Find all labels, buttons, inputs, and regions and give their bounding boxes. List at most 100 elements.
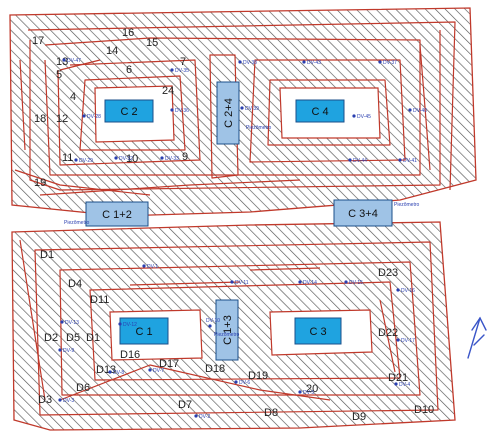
station-label: D6 bbox=[76, 382, 90, 394]
instrument-label: DV-41 bbox=[403, 158, 417, 164]
instrument-marker[interactable] bbox=[62, 58, 66, 62]
cell-c12[interactable]: C 1+2 bbox=[85, 201, 149, 227]
cell-c34-label: C 3+4 bbox=[348, 208, 378, 220]
station-label: 16 bbox=[122, 27, 134, 39]
instrument-marker[interactable] bbox=[82, 114, 86, 118]
station-label: 11 bbox=[62, 152, 73, 164]
instrument-marker[interactable] bbox=[58, 348, 62, 352]
instrument-marker[interactable] bbox=[108, 370, 112, 374]
top-block bbox=[9, 7, 477, 217]
instrument-marker[interactable] bbox=[194, 414, 198, 418]
bottom-ring-2 bbox=[59, 261, 421, 396]
instrument-marker[interactable] bbox=[208, 324, 212, 328]
instrument-marker[interactable] bbox=[238, 60, 242, 64]
instrument-marker[interactable] bbox=[60, 320, 64, 324]
instrument-marker[interactable] bbox=[160, 156, 164, 160]
instrument-label: DV-37 bbox=[383, 60, 397, 66]
instrument-marker[interactable] bbox=[58, 398, 62, 402]
instrument-label: DV-15 bbox=[349, 280, 363, 286]
station-label: 7 bbox=[180, 56, 186, 68]
instrument-label: DV-17 bbox=[401, 338, 415, 344]
instrument-marker[interactable] bbox=[398, 158, 402, 162]
instrument-marker[interactable] bbox=[170, 68, 174, 72]
instrument-label: DV-9 bbox=[63, 348, 74, 354]
instrument-label: DV-2 bbox=[199, 414, 210, 420]
instrument-label: DV-40 bbox=[413, 108, 427, 114]
instrument-marker[interactable] bbox=[74, 158, 78, 162]
instrument-marker[interactable] bbox=[234, 380, 238, 384]
station-label: 24 bbox=[162, 85, 174, 97]
instrument-label: DV-32 bbox=[119, 156, 133, 162]
station-label: D19 bbox=[248, 370, 268, 382]
instrument-marker[interactable] bbox=[118, 322, 122, 326]
instrument-marker[interactable] bbox=[148, 368, 152, 372]
bottom-spiral-lines bbox=[19, 239, 396, 401]
cell-c24-label: C 2+4 bbox=[223, 98, 235, 128]
instrument-marker[interactable] bbox=[408, 108, 412, 112]
piezometer-label: Piezômetro bbox=[64, 220, 90, 226]
instrument-label: DV-16 bbox=[401, 288, 415, 294]
instrument-marker[interactable] bbox=[378, 60, 382, 64]
cell-c12-label: C 1+2 bbox=[102, 209, 132, 221]
instrument-label: DV-7 bbox=[153, 368, 164, 374]
instrument-label: DV-5 bbox=[303, 390, 314, 396]
station-label: D11 bbox=[90, 294, 109, 306]
top-ring-2 bbox=[44, 37, 421, 176]
station-label: D21 bbox=[388, 372, 408, 384]
cell-c2-label: C 2 bbox=[120, 106, 137, 118]
instrument-marker[interactable] bbox=[396, 338, 400, 342]
instrument-markers-top: DV-47 DV-35 DV-38 DV-43 DV-36 DV-29 DV-3… bbox=[62, 58, 427, 164]
instrument-label: DV-47 bbox=[67, 58, 81, 64]
cell-c4[interactable]: C 4 bbox=[295, 99, 345, 123]
station-label: D1 bbox=[40, 249, 54, 261]
cell-c24[interactable]: C 2+4 bbox=[216, 81, 240, 145]
cell-c1-label: C 1 bbox=[135, 326, 152, 338]
top-ring-4 bbox=[249, 59, 406, 163]
instrument-marker[interactable] bbox=[230, 280, 234, 284]
cell-c3-label: C 3 bbox=[309, 326, 326, 338]
cell-c3[interactable]: C 3 bbox=[294, 317, 342, 345]
piezometer-label: Piezômetro bbox=[214, 332, 240, 338]
station-label: 20 bbox=[306, 383, 318, 395]
station-label: 14 bbox=[106, 45, 118, 57]
instrument-label: DV-29 bbox=[79, 158, 93, 164]
instrument-label: DV-14 bbox=[303, 280, 317, 286]
instrument-label: DV-36 bbox=[175, 108, 189, 114]
station-label: D2 bbox=[44, 332, 58, 344]
instrument-label: DV-45 bbox=[357, 114, 371, 120]
instrument-label: DV-4 bbox=[399, 382, 410, 388]
instrument-marker[interactable] bbox=[352, 114, 356, 118]
cell-c2[interactable]: C 2 bbox=[104, 99, 154, 123]
north-arrow-icon bbox=[467, 316, 487, 359]
station-label: D10 bbox=[414, 404, 434, 416]
instrument-marker[interactable] bbox=[240, 106, 244, 110]
instrument-marker[interactable] bbox=[142, 264, 146, 268]
instrument-marker[interactable] bbox=[298, 390, 302, 394]
instrument-label: DV-44 bbox=[353, 158, 367, 164]
instrument-marker[interactable] bbox=[344, 280, 348, 284]
piezometer-label: Piezômetro bbox=[394, 202, 420, 208]
instrument-marker[interactable] bbox=[396, 288, 400, 292]
instrument-marker[interactable] bbox=[170, 108, 174, 112]
instrument-label: DV-3 bbox=[63, 398, 74, 404]
station-label: 18 bbox=[34, 113, 46, 125]
station-label: D16 bbox=[120, 349, 140, 361]
instrument-marker[interactable] bbox=[348, 158, 352, 162]
cell-c13[interactable]: C 1+3 bbox=[215, 299, 239, 361]
instrument-marker[interactable] bbox=[298, 280, 302, 284]
instrument-label: DV-39 bbox=[245, 106, 259, 112]
instrument-label: DV-35 bbox=[175, 68, 189, 74]
station-label: D17 bbox=[159, 358, 179, 370]
cell-c1[interactable]: C 1 bbox=[119, 317, 169, 345]
instrument-marker[interactable] bbox=[114, 156, 118, 160]
instrument-label: DV-10 bbox=[206, 318, 220, 324]
cell-c4-label: C 4 bbox=[311, 106, 328, 118]
instrument-marker[interactable] bbox=[302, 60, 306, 64]
instrument-marker[interactable] bbox=[394, 382, 398, 386]
cell-c34[interactable]: C 3+4 bbox=[333, 199, 393, 227]
station-label: 4 bbox=[70, 91, 76, 103]
instrument-label: DV-38 bbox=[243, 60, 257, 66]
station-label: 9 bbox=[182, 151, 188, 163]
station-label: 12 bbox=[56, 113, 68, 125]
